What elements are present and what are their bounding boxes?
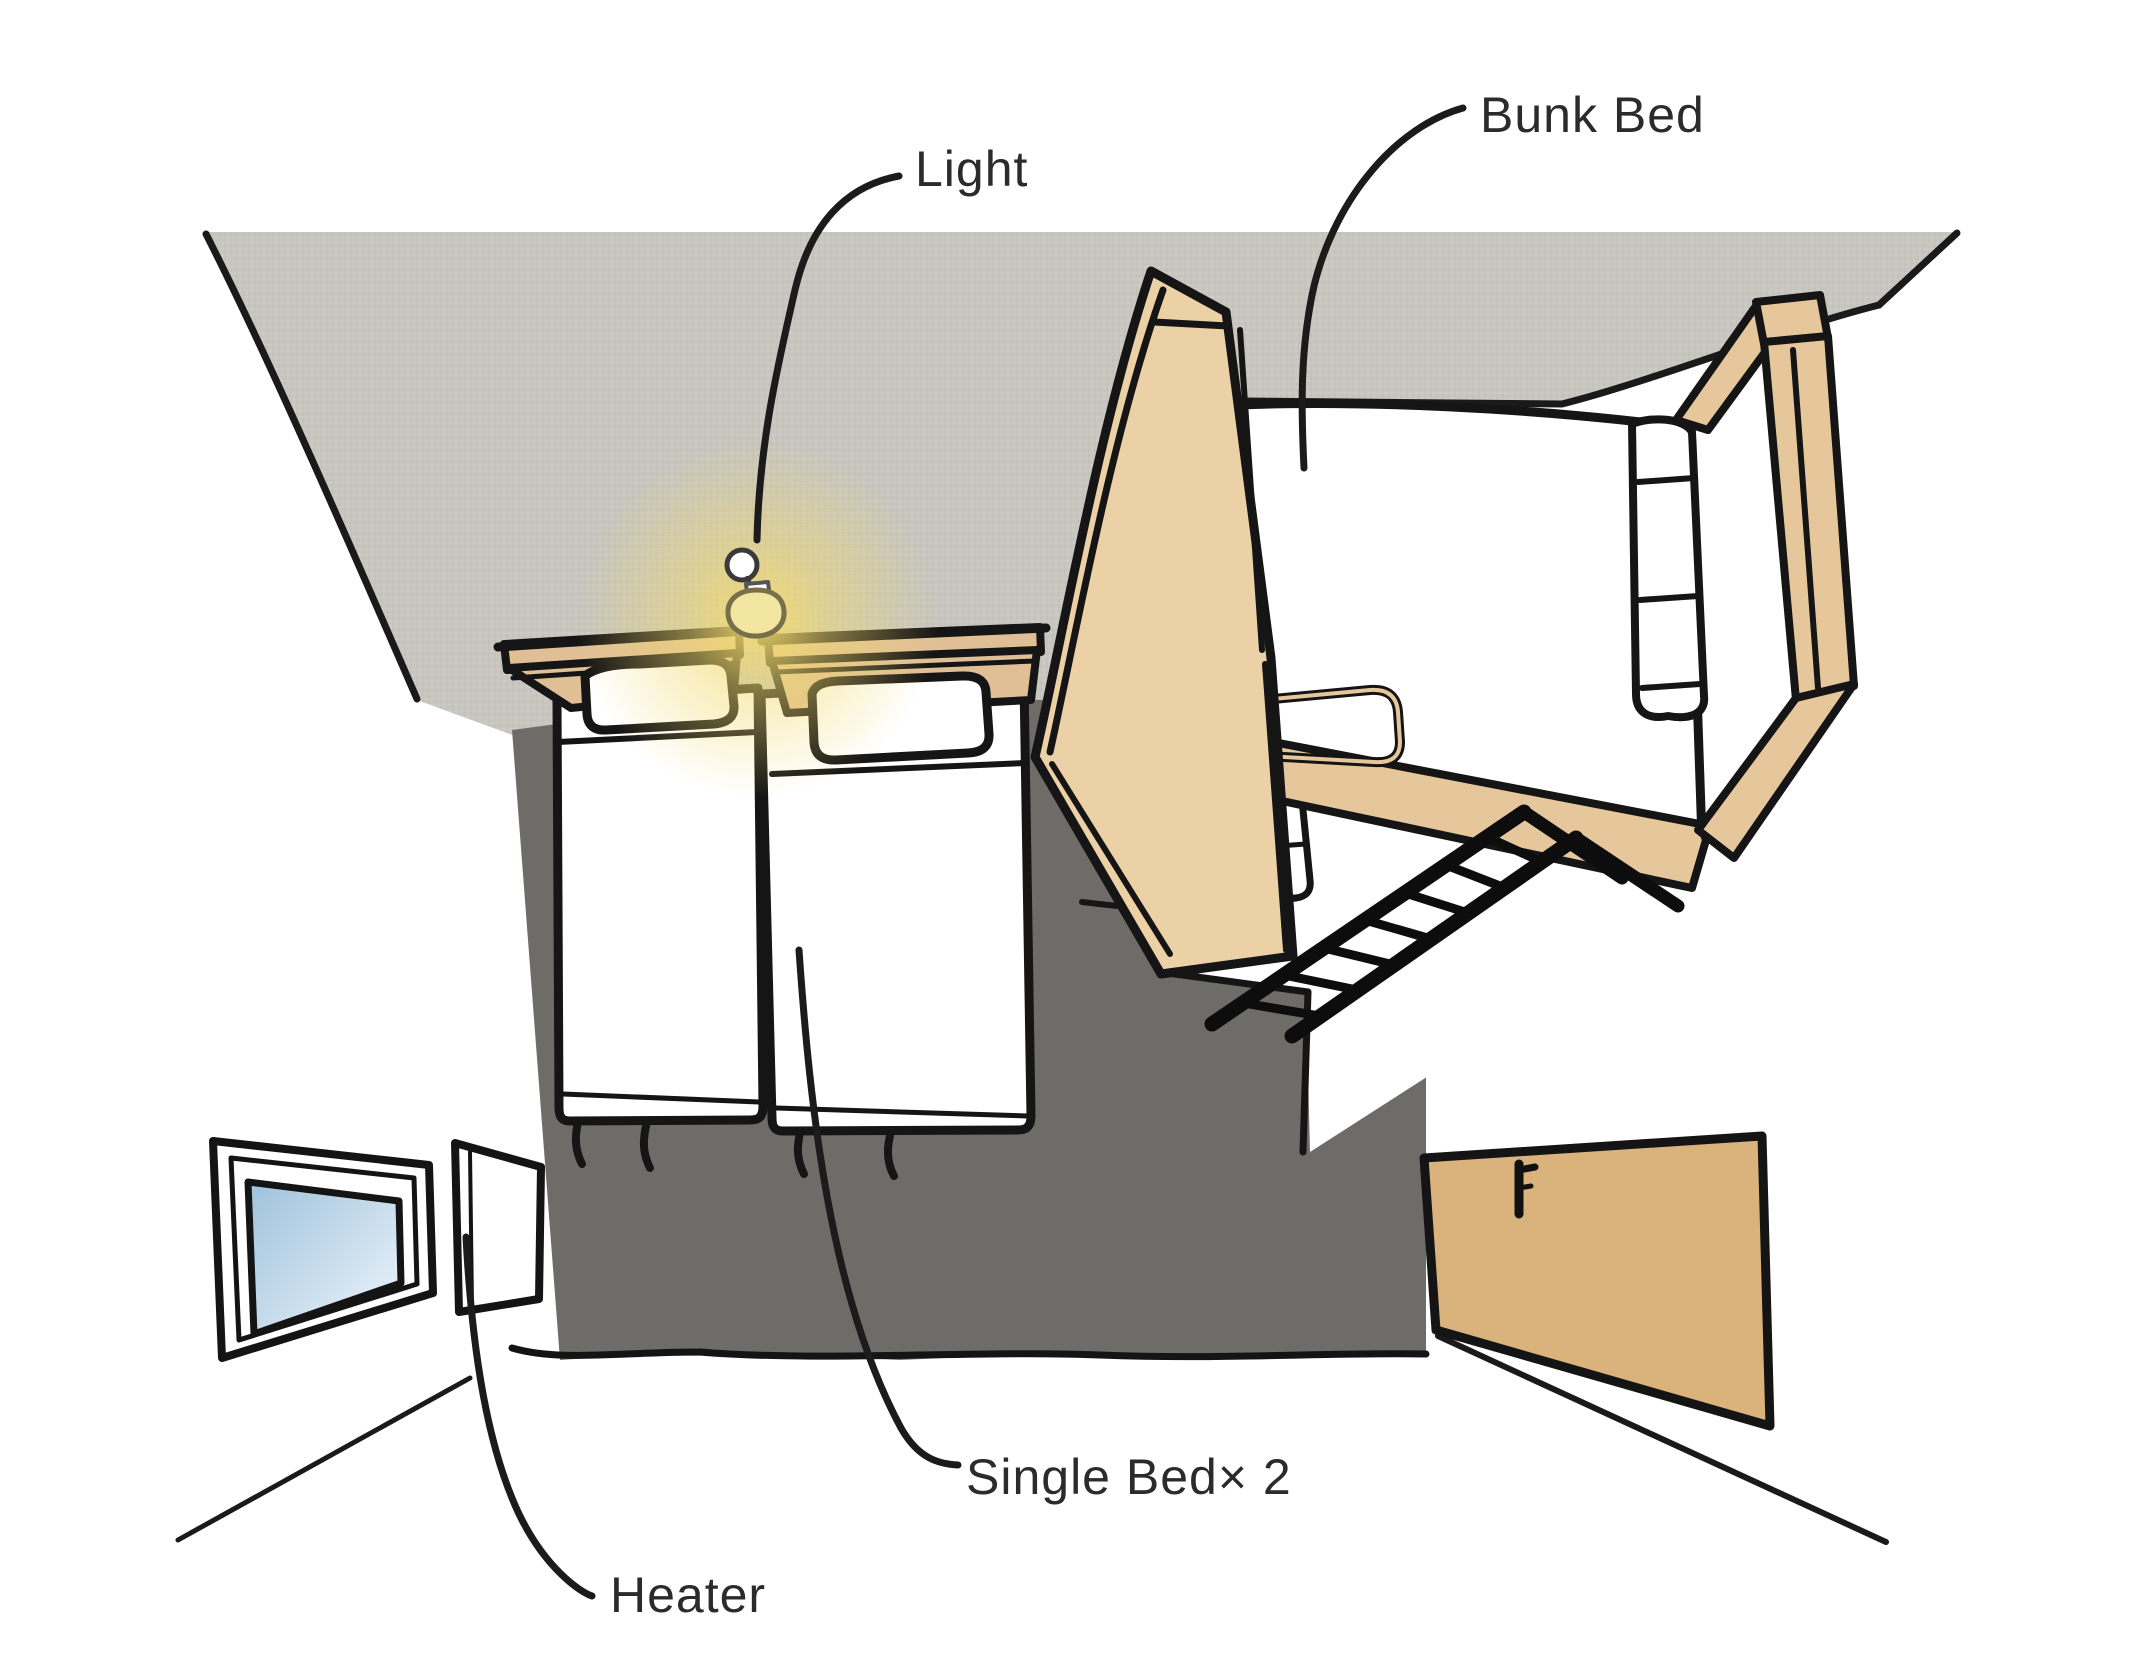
top-bunk-pillow — [1628, 415, 1709, 722]
grab-handle — [1257, 684, 1406, 768]
leader-single-bed — [795, 946, 962, 1469]
door — [1419, 1131, 1775, 1431]
door-handle-icon — [1514, 1159, 1539, 1219]
floor-lines — [175, 1333, 1889, 1545]
light-bulb-icon — [725, 587, 787, 639]
bed-leg — [639, 1122, 654, 1172]
leader-lines — [462, 104, 1467, 1600]
pendant-light — [577, 438, 937, 798]
bunk-bed — [1030, 266, 1858, 1156]
bunk-footboard — [1672, 291, 1858, 862]
bunk-ladder — [1204, 804, 1685, 1044]
leader-bunk-bed — [1298, 104, 1467, 472]
label-light: Light — [915, 141, 1028, 197]
window — [209, 1137, 437, 1362]
window-glass — [244, 1178, 405, 1338]
leader-light — [753, 172, 903, 544]
label-heater: Heater — [610, 1567, 766, 1623]
mattress — [552, 683, 768, 1126]
label-single-bed: Single Bed× 2 — [966, 1449, 1292, 1505]
bed-leg — [571, 1118, 586, 1168]
label-bunk-bed: Bunk Bed — [1480, 87, 1705, 143]
lamp-canopy — [724, 547, 760, 583]
mattress — [756, 676, 1036, 1136]
window-frame-inner — [228, 1155, 420, 1343]
bed-leg — [793, 1129, 808, 1178]
leader-heater — [462, 1233, 596, 1600]
bed-leg — [883, 1132, 898, 1180]
bunk-side-panel — [1030, 266, 1298, 979]
